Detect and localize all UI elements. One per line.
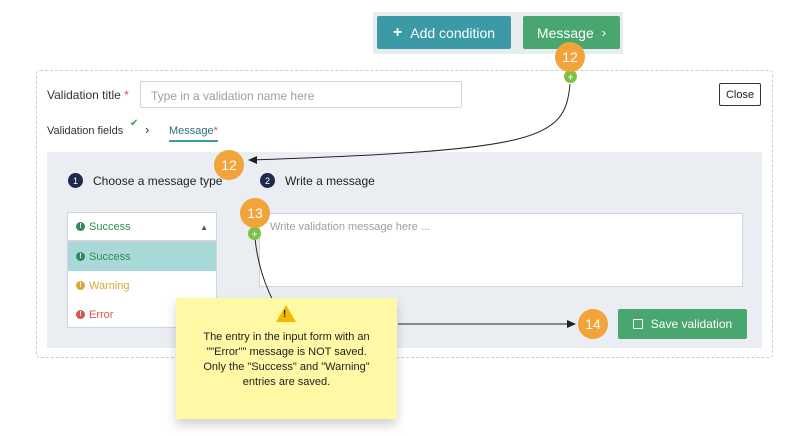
exclamation-icon: ! bbox=[76, 252, 85, 261]
close-button[interactable]: Close bbox=[719, 83, 761, 106]
message-type-dropdown: ! Success ! Warning ! Error bbox=[67, 241, 217, 328]
add-condition-button[interactable]: + Add condition bbox=[377, 16, 511, 49]
message-type-select[interactable]: ! Success ▲ bbox=[67, 212, 217, 241]
callout-badge-14: 14 bbox=[578, 309, 608, 339]
step-number: 2 bbox=[260, 173, 275, 188]
warning-icon: ! bbox=[276, 305, 296, 322]
warning-note: ! The entry in the input form with an ""… bbox=[176, 298, 397, 419]
check-icon: ✔ bbox=[130, 118, 139, 129]
caret-up-icon: ▲ bbox=[200, 223, 208, 232]
callout-badge-12: 12 bbox=[214, 150, 244, 180]
message-placeholder: Write validation message here ... bbox=[270, 221, 430, 233]
required-mark: * bbox=[124, 88, 129, 102]
add-condition-label: Add condition bbox=[410, 24, 496, 41]
plus-marker-icon: + bbox=[248, 227, 261, 240]
option-label: Success bbox=[89, 250, 131, 263]
message-button[interactable]: Message › bbox=[523, 16, 620, 49]
option-warning[interactable]: ! Warning bbox=[68, 271, 216, 300]
close-label: Close bbox=[725, 88, 755, 101]
callout-badge-12: 12 bbox=[555, 42, 585, 72]
chevron-right-icon: › bbox=[145, 122, 150, 137]
step-choose-type: 1 Choose a message type bbox=[68, 173, 222, 188]
exclamation-icon: ! bbox=[76, 310, 85, 319]
breadcrumb-validation-fields[interactable]: Validation fields bbox=[47, 125, 123, 137]
note-line: The entry in the input form with an bbox=[203, 331, 370, 343]
save-icon bbox=[632, 319, 643, 329]
breadcrumb-fields-label: Validation fields bbox=[47, 125, 124, 137]
breadcrumb-message-label: Message bbox=[169, 125, 214, 137]
save-validation-button[interactable]: Save validation bbox=[618, 309, 747, 339]
option-label: Warning bbox=[89, 279, 130, 292]
breadcrumb-message[interactable]: Message* bbox=[169, 125, 218, 142]
note-line: Only the "Success" and "Warning" bbox=[203, 361, 370, 373]
chevron-right-icon: › bbox=[601, 25, 607, 40]
exclamation-icon: ! bbox=[76, 222, 85, 231]
option-success[interactable]: ! Success bbox=[68, 242, 216, 271]
validation-title-text: Validation title bbox=[47, 88, 121, 102]
plus-icon: + bbox=[392, 23, 403, 41]
required-mark: * bbox=[213, 125, 218, 137]
step-write-message: 2 Write a message bbox=[260, 173, 375, 188]
validation-title-input[interactable]: Type in a validation name here bbox=[140, 81, 462, 108]
exclamation-icon: ! bbox=[76, 281, 85, 290]
message-type-selected: Success bbox=[89, 220, 131, 233]
option-label: Error bbox=[89, 308, 114, 321]
step-label: Write a message bbox=[285, 173, 375, 188]
note-line: ""Error"" message is NOT saved. bbox=[206, 346, 367, 358]
option-error[interactable]: ! Error bbox=[68, 300, 216, 329]
callout-badge-13: 13 bbox=[240, 198, 270, 228]
validation-title-placeholder: Type in a validation name here bbox=[151, 89, 315, 103]
step-label: Choose a message type bbox=[93, 173, 223, 188]
message-textarea[interactable]: Write validation message here ... bbox=[259, 213, 743, 287]
save-label: Save validation bbox=[650, 317, 733, 331]
step-number: 1 bbox=[68, 173, 83, 188]
validation-panel bbox=[36, 70, 773, 358]
validation-title-label: Validation title * bbox=[47, 88, 129, 102]
note-line: entries are saved. bbox=[242, 376, 331, 388]
message-label: Message bbox=[536, 24, 594, 41]
plus-marker-icon: + bbox=[564, 70, 577, 83]
